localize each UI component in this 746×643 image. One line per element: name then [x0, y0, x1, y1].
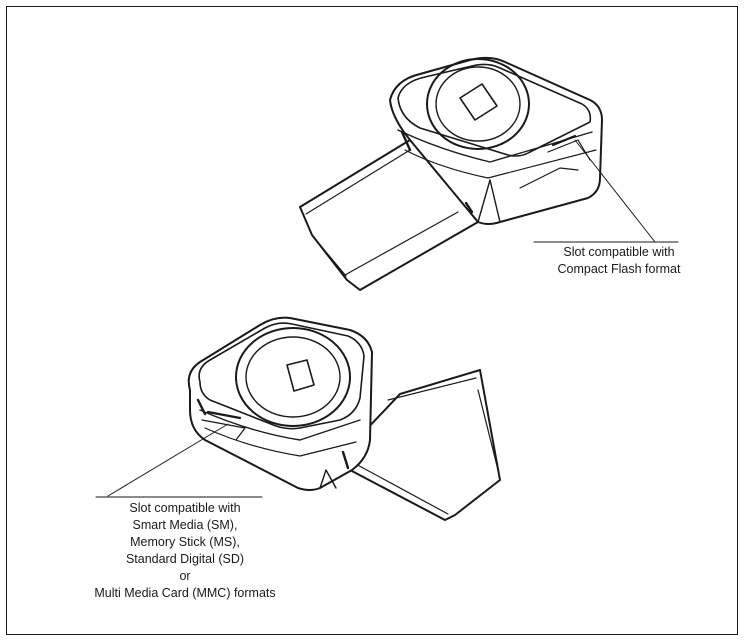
callout-line: Multi Media Card (MMC) formats	[94, 586, 276, 600]
printer-bottom-illustration	[187, 316, 501, 521]
callout-line: Slot compatible with	[563, 245, 675, 259]
callout-line: Compact Flash format	[557, 262, 681, 276]
callout-line: Standard Digital (SD)	[125, 552, 245, 566]
printer-top-illustration	[299, 56, 603, 291]
figure-frame	[6, 6, 738, 635]
callout-line: Memory Stick (MS),	[130, 535, 240, 549]
callout-leader-top	[574, 139, 656, 243]
compact-flash-slot-callout: Slot compatible with Compact Flash forma…	[534, 244, 704, 278]
callout-line: Smart Media (SM),	[132, 518, 238, 532]
callout-leader-bottom	[107, 423, 229, 497]
multi-card-slot-callout: Slot compatible with Smart Media (SM), M…	[80, 500, 290, 602]
callout-line: or	[179, 569, 191, 583]
callout-line: Slot compatible with	[129, 501, 241, 515]
